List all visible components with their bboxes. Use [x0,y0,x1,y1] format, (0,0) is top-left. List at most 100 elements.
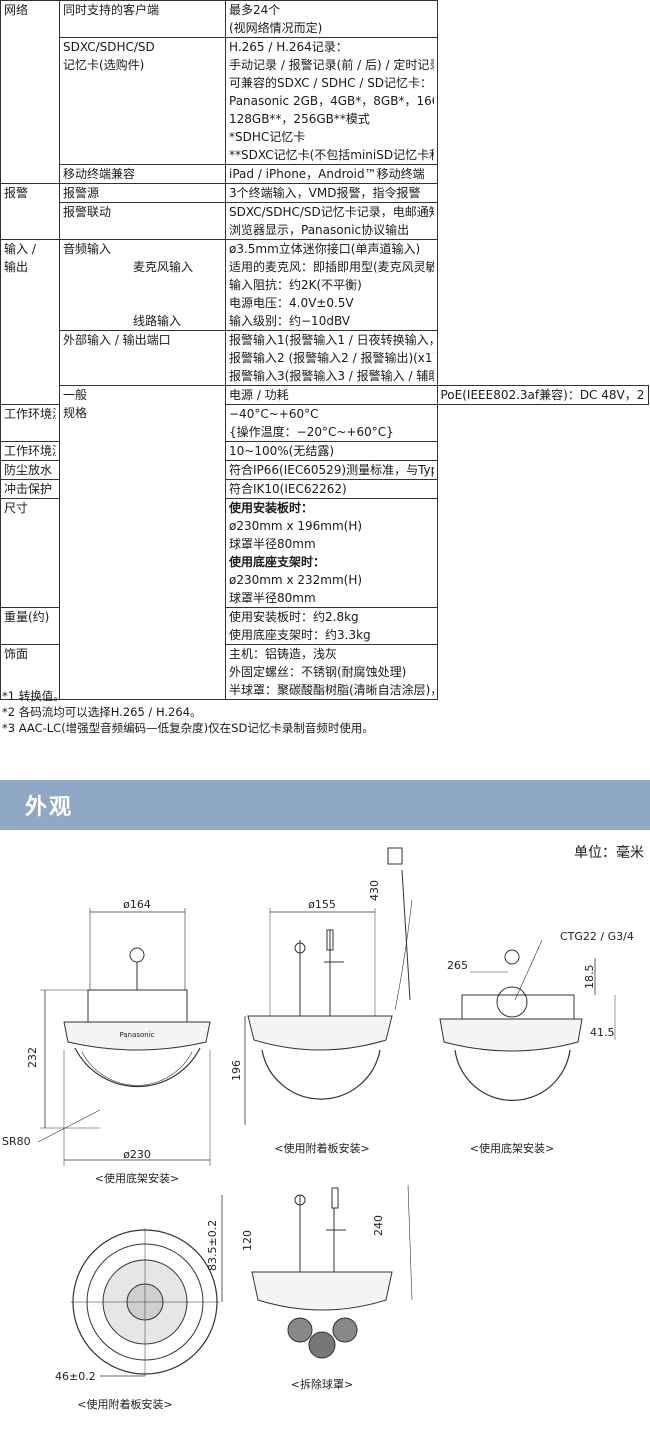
value-cell: iPad / iPhone，Android™移动终端 [225,164,438,184]
caption-dome-removed: <拆除球罩> [291,1377,353,1391]
dim-h240: 240 [372,1215,385,1236]
category-cell: 一般规格 [59,385,226,700]
caption-top-view: <使用附着板安装> [77,1397,172,1411]
footnote: *3 AAC-LC(增强型音频编码—低复杂度)仅在SD记忆卡录制音频时使用。 [2,721,374,735]
cell-line: 半球罩：聚碳酸酯树脂(清晰自洁涂层)，透明 [229,683,434,697]
cell-line: 使用底座支架时： [229,555,326,569]
item-cell: 工作环境温度 [0,404,60,442]
category-cell: 报警 [0,183,60,240]
item-cell: 防尘放水 [0,460,60,480]
footnotes: *1 转换值。 *2 各码流均可以选择H.265 / H.264。 *3 AAC… [2,688,374,736]
cell-line: H.265 / H.264记录： [229,40,348,54]
dim-h120: 120 [241,1230,254,1251]
cell-line: −40°C~+60°C [229,407,319,421]
cell-line: 使用安装板时： [229,501,314,515]
value-cell: SDXC/SDHC/SD记忆卡记录，电邮通知，HTTP 报警通知，浏览器显示，P… [225,202,438,240]
cell-line: 主机：铝铸造，浅灰 [229,647,338,661]
table-row: 饰面 主机：铝铸造，浅灰外固定螺丝：不锈钢(耐腐蚀处理) 半球罩：聚碳酸酯树脂(清晰… [0,644,649,700]
cell-line: ø230mm x 196mm(H) [229,519,363,533]
dim-h196: 196 [230,1060,243,1081]
drawing-dome-removed [251,1184,413,1359]
unit-label: 单位：毫米 [574,845,644,861]
cell-line: 符合IP66(IEC60529)测量标准，与Type 4X(UL50)，NEMA… [229,463,434,477]
cell-line: PoE(IEEE802.3af兼容)：DC 48V，265mA，约12.95W(… [440,388,646,402]
cell-line: 输入 / [4,242,36,256]
value-cell: ø3.5mm立体迷你接口(单声道输入)适用的麦克风：即插即用型(麦克风灵敏度：−… [225,239,438,331]
cell-line: ø230mm x 232mm(H) [229,573,363,587]
dim-h83-5: 83.5±0.2 [206,1220,219,1271]
cell-line: 报警输入3(报警输入3 / 报警输入 / 辅助输出)(x1) [229,369,434,383]
cell-line: 10~100%(无结露) [229,444,334,458]
value-cell: PoE(IEEE802.3af兼容)：DC 48V，265mA，约12.95W(… [436,385,649,405]
category-cell: 网络 [0,0,60,184]
cell-line: *SDHC记忆卡 [229,130,306,144]
value-cell: 使用安装板时： ø230mm x 196mm(H) 球罩半径80mm 使用底座支架时：… [225,498,438,608]
table-row: 工作环境湿度 10~100%(无结露) [0,441,649,461]
cell-line: 规格 [63,406,88,420]
value-cell: 主机：铝铸造，浅灰外固定螺丝：不锈钢(耐腐蚀处理) 半球罩：聚碳酸酯树脂(清晰自洁… [225,644,438,700]
cell-line: 报警输入2 (报警输入2 / 报警输出)(x1) [229,351,434,365]
dim-h232: 232 [26,1047,39,1068]
cell-line: 工作环境湿度 [4,444,56,458]
cell-line: 一般 [63,388,88,402]
cell-line: 冲击保护 [4,482,53,496]
dim-ctg: CTG22 / G3/4 [560,930,634,943]
dim-w46: 46±0.2 [55,1370,96,1383]
value-cell: H.265 / H.264记录： 手动记录 / 报警记录(前 / 后) / 定时记… [225,37,438,165]
item-cell: 重量(约) [0,607,60,645]
cell-line: 外固定螺丝：不锈钢(耐腐蚀处理) [229,665,407,679]
cell-line: (视网络情况而定) [229,21,323,35]
cell-line: 记忆卡(选购件) [63,58,145,72]
footnote: *2 各码流均可以选择H.265 / H.264。 [2,705,202,719]
cell-line: 饰面 [4,647,29,661]
item-cell: 同时支持的客户端 [59,0,226,38]
cell-line: 3个终端输入，VMD报警，指令报警 [229,186,421,200]
item-cell: 报警联动 [59,202,226,240]
value-cell: 符合IP66(IEC60529)测量标准，与Type 4X(UL50)，NEMA… [225,460,438,480]
item-cell: 尺寸 [0,498,60,608]
table-row: 尺寸 使用安装板时： ø230mm x 196mm(H) 球罩半径80mm 使用底座支架… [0,498,649,608]
category-cell: 输入 /输出 [0,239,60,405]
cell-line: iPad / iPhone，Android™移动终端 [229,167,425,181]
cell-line: 最多24个 [229,3,281,17]
cell-line: 球罩半径80mm [229,591,316,605]
footnote: *1 转换值。 [2,689,65,703]
cell-line: 输入阻抗：约2K(不平衡) [229,278,362,292]
cell-line: 手动记录 / 报警记录(前 / 后) / 定时记录 / 网络故障时备份 [229,58,434,72]
value-cell: 最多24个 (视网络情况而定) [225,0,438,38]
dim-d164: ø164 [123,898,151,911]
item-cell: 工作环境湿度 [0,441,60,461]
table-row: 报警联动 SDXC/SDHC/SD记忆卡记录，电邮通知，HTTP 报警通知，浏览器… [1,202,649,240]
drawing-mounting-plate [244,847,413,1125]
cell-line: 适用的麦克风：即插即用型(麦克风灵敏度：−48dB±3dB ) [229,260,434,274]
table-row: 工作环境温度 −40°C~+60°C{操作温度：−20°C~+60°C} [0,404,649,442]
cell-line: 可兼容的SDXC / SDHC / SD记忆卡： [229,76,433,90]
section-header: 外观 [0,780,650,830]
item-cell: 报警源 [59,183,226,203]
value-cell: −40°C~+60°C{操作温度：−20°C~+60°C} [225,404,438,442]
cell-line: 报警输入1(报警输入1 / 日夜转换输入，自动时间调整)(x1) [229,333,434,347]
value-cell: 3个终端输入，VMD报警，指令报警 [225,183,438,203]
dim-h18-5: 18.5 [583,965,596,990]
drawing-top-view [70,1195,223,1377]
caption-mounting-plate: <使用附着板安装> [274,1141,369,1155]
cell-line: 报警联动 [63,205,112,219]
cell-line: 使用底座支架时：约3.3kg [229,628,371,642]
cell-line: 同时支持的客户端 [63,3,160,17]
cell-line: SDXC/SDHC/SD记忆卡记录，电邮通知，HTTP 报警通知， [229,205,434,219]
value-cell: 10~100%(无结露) [225,441,438,461]
item-cell: 冲击保护 [0,479,60,499]
caption-base-bracket-side: <使用底架安装> [470,1141,554,1155]
cell-line: 电源电压：4.0V±0.5V [229,296,354,310]
cell-line: 128GB**，256GB**模式 [229,112,370,126]
dim-d155: ø155 [308,898,336,911]
cell-line: **SDXC记忆卡(不包括miniSD记忆卡和 microSD记忆卡) [229,148,434,162]
cell-line: 防尘放水 [4,463,53,477]
